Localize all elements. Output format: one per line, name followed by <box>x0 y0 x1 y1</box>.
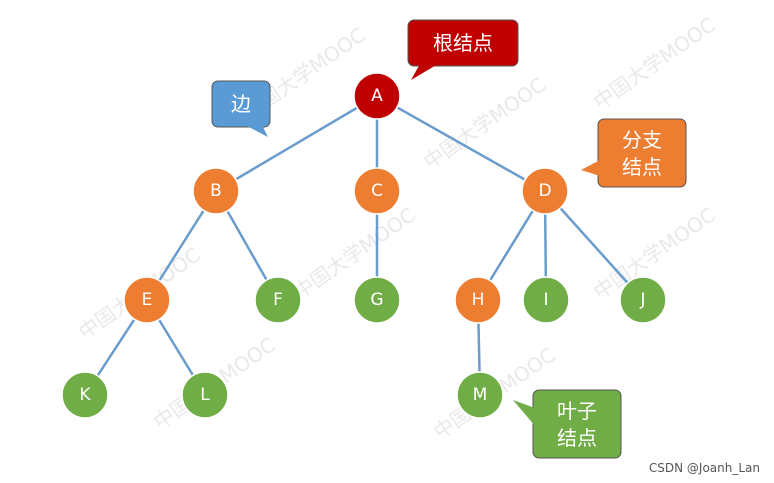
node-I: I <box>522 276 570 324</box>
node-J-label: J <box>639 290 645 310</box>
node-I-label: I <box>543 290 548 310</box>
node-D-label: D <box>538 181 551 201</box>
node-G-circle <box>353 276 401 324</box>
callout-root-text: 根结点 <box>433 31 493 55</box>
node-G: G <box>353 276 401 324</box>
node-layer: A B C D E F G H I J K L M <box>61 72 667 419</box>
node-J: J <box>619 276 667 324</box>
watermark-text: 中国大学MOOC <box>289 203 420 305</box>
node-M: M <box>456 371 504 419</box>
edge-A-D <box>376 94 546 193</box>
callout-leaf-text: 叶子 <box>557 399 597 423</box>
node-E: E <box>123 276 171 324</box>
node-L: L <box>181 371 229 419</box>
node-M-circle <box>456 371 504 419</box>
callout-branch-text: 分支 <box>622 128 662 152</box>
node-E-circle <box>123 276 171 324</box>
callout-edge-tail <box>245 125 268 137</box>
node-D: D <box>521 167 569 215</box>
node-C-label: C <box>371 181 383 201</box>
node-L-label: L <box>200 385 210 405</box>
node-H-label: H <box>472 290 485 310</box>
node-B-label: B <box>210 181 222 201</box>
node-A-label: A <box>371 86 383 106</box>
node-B: B <box>192 167 240 215</box>
node-H: H <box>454 276 502 324</box>
node-C: C <box>353 167 401 215</box>
callout-branch-text: 结点 <box>622 155 662 179</box>
callout-edge: 边 <box>211 80 271 137</box>
watermark-text: 中国大学MOOC <box>419 73 550 175</box>
callout-root: 根结点 <box>407 19 519 80</box>
node-E-label: E <box>142 290 153 310</box>
callout-branch-box <box>597 118 687 188</box>
node-I-circle <box>522 276 570 324</box>
node-K-label: K <box>79 385 91 405</box>
callout-edge-box <box>211 80 271 128</box>
node-H-circle <box>454 276 502 324</box>
callout-root-box <box>407 19 519 67</box>
callout-leaf-text: 结点 <box>557 426 597 450</box>
node-K: K <box>61 371 109 419</box>
node-G-label: G <box>370 290 383 310</box>
callout-leaf-tail <box>513 400 535 426</box>
node-D-circle <box>521 167 569 215</box>
edge-A-B <box>215 94 378 193</box>
callout-root-tail <box>411 64 438 80</box>
node-F-label: F <box>273 290 283 310</box>
node-M-label: M <box>473 385 488 405</box>
watermark-text: 中国大学MOOC <box>589 13 720 115</box>
node-A-circle <box>353 72 401 120</box>
callout-leaf-box <box>532 389 622 459</box>
node-A: A <box>353 72 401 120</box>
callout-edge-text: 边 <box>231 92 251 116</box>
node-B-circle <box>192 167 240 215</box>
node-K-circle <box>61 371 109 419</box>
callout-branch-tail <box>581 160 600 176</box>
node-L-circle <box>181 371 229 419</box>
edge-D-J <box>544 190 644 301</box>
node-C-circle <box>353 167 401 215</box>
node-F-circle <box>254 276 302 324</box>
node-J-circle <box>619 276 667 324</box>
credit-text: CSDN @Joanh_Lan <box>648 461 760 475</box>
node-F: F <box>254 276 302 324</box>
